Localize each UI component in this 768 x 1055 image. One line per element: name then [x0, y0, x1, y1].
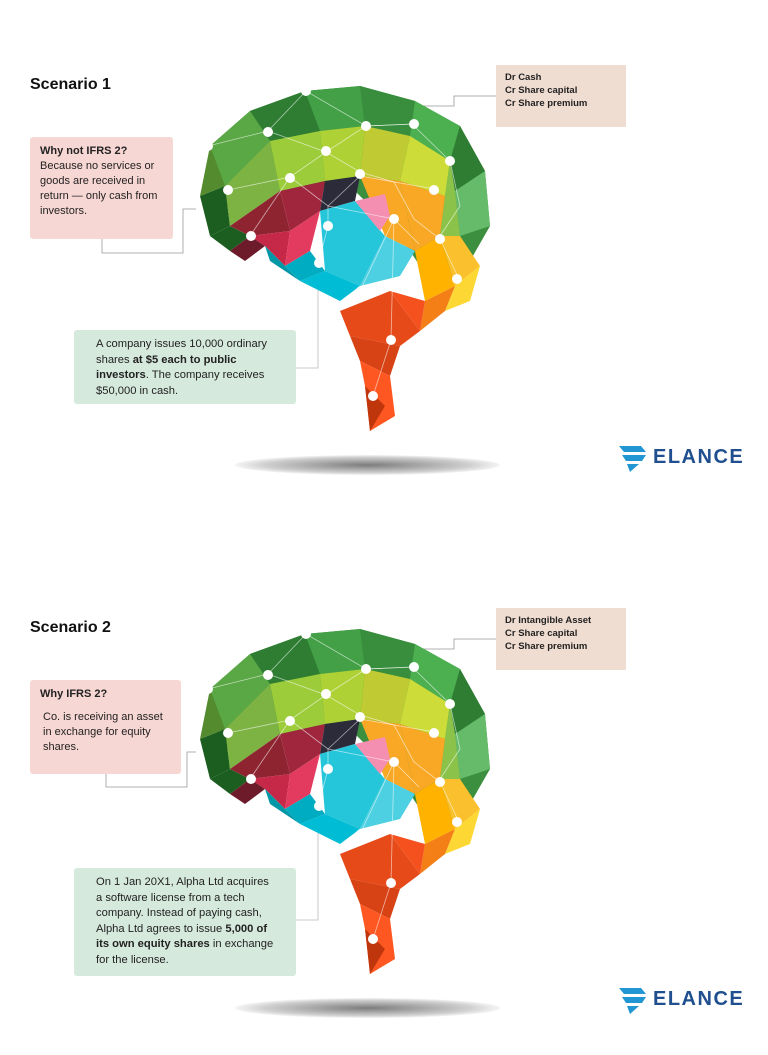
journal-entry-credit: Cr Share capital	[505, 628, 578, 639]
elance-logo-icon	[619, 446, 646, 472]
brain-shadow	[235, 998, 500, 1018]
scenario-1-section: Scenario 1 Dr Cash Cr Share capital Cr S…	[0, 0, 768, 512]
example-text: On 1 Jan 20X1, Alpha Ltd acquires a soft…	[96, 876, 269, 935]
why-heading: Why not IFRS 2?	[40, 145, 128, 157]
example-text: in exchange for the license.	[96, 938, 274, 966]
why-box: Why not IFRS 2? Because no services or g…	[30, 137, 173, 239]
journal-entry-debit: Dr Cash	[505, 72, 542, 83]
why-body: Co. is receiving an asset in exchange fo…	[43, 711, 163, 753]
journal-entry-credit: Cr Share premium	[505, 98, 588, 109]
scenario-2-section: Scenario 2 Dr Intangible Asset Cr Share …	[0, 543, 768, 1055]
elance-logo-text: ELANCE	[653, 988, 745, 1010]
journal-entry-box: Dr Intangible Asset Cr Share capital Cr …	[496, 608, 626, 670]
elance-logo: ELANCE	[617, 444, 757, 474]
elance-logo: ELANCE	[617, 986, 757, 1016]
example-highlight: 5,000 of its own equity shares	[96, 922, 268, 951]
journal-entry-box: Dr Cash Cr Share capital Cr Share premiu…	[496, 65, 626, 127]
scenario-1-title: Scenario 1	[30, 76, 111, 93]
why-body: Because no services or goods are receive…	[40, 160, 158, 217]
journal-entry-credit: Cr Share premium	[505, 641, 588, 652]
example-highlight: at $5 each to public investors	[96, 353, 237, 382]
why-box: Why IFRS 2? Co. is receiving an asset in…	[30, 680, 181, 774]
journal-entry-debit: Dr Intangible Asset	[505, 615, 592, 626]
brain-shadow	[235, 455, 500, 475]
journal-entry-credit: Cr Share capital	[505, 85, 578, 96]
scenario-2-title: Scenario 2	[30, 619, 111, 636]
example-text: . The company receives $50,000 in cash.	[96, 369, 265, 397]
elance-logo-text: ELANCE	[653, 446, 745, 468]
example-box: A company issues 10,000 ordinary shares …	[74, 330, 296, 404]
why-heading: Why IFRS 2?	[40, 688, 108, 700]
elance-logo-icon	[619, 988, 646, 1014]
example-text: A company issues 10,000 ordinary shares	[96, 338, 268, 366]
example-box: On 1 Jan 20X1, Alpha Ltd acquires a soft…	[74, 868, 296, 976]
